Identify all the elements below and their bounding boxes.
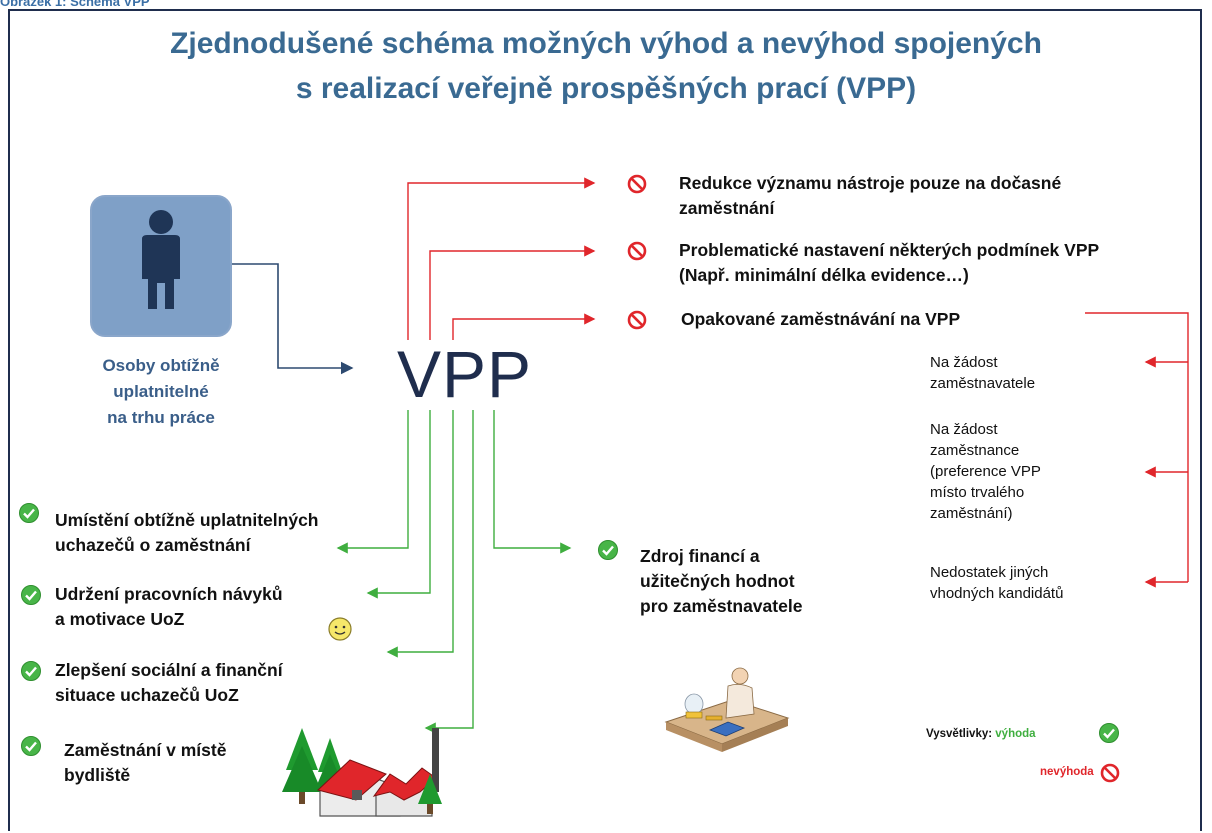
person-label-line: uplatnitelné [113,382,209,401]
person-label-line: na trhu práce [107,408,215,427]
legend-label: Vysvětlivky: [926,728,993,740]
disadvantage-2-line: Problematické nastavení některých podmín… [679,240,1100,260]
village-icon [282,728,442,817]
check-icon [21,661,41,681]
legend-advantage-label: výhoda [995,728,1036,740]
disadvantage-3: Opakované zaměstnávání na VPP [681,307,960,332]
legend-advantage-row: Vysvětlivky: výhoda [926,728,1036,740]
vpp-center-label: VPP [397,337,533,411]
reason-3-line: Nedostatek jiných [930,564,1049,581]
check-icon [1099,723,1119,743]
advantage-4: Zaměstnání v místě bydliště [64,738,226,788]
person-icon [142,210,180,309]
title-line-1: Zjednodušené schéma možných výhod a nevý… [170,27,1042,60]
advantage-4-line: bydliště [64,765,131,785]
prohibition-icon [1100,763,1120,783]
person-label-line: Osoby obtížně [102,356,220,375]
arrow-advantage-3 [386,410,454,658]
disadvantage-2: Problematické nastavení některých podmín… [679,238,1099,288]
arrow-advantage-1 [336,410,409,554]
person-label: Osoby obtížně uplatnitelné na trhu práce [66,353,256,431]
check-icon [21,736,41,756]
reason-3: Nedostatek jiných vhodných kandidátů [930,562,1063,604]
figure-caption: Obrázek 1: Schéma VPP [0,0,150,9]
person-box [90,195,232,337]
legend-disadvantage-label: nevýhoda [1040,766,1094,778]
prohibition-icon [627,310,647,330]
check-icon [21,585,41,605]
disadvantage-2-line: (Např. minimální délka evidence…) [679,265,969,285]
arrow-person-to-vpp [232,263,354,375]
advantage-1-line: uchazečů o zaměstnání [55,535,251,555]
disadvantage-3-line: Opakované zaměstnávání na VPP [681,309,961,329]
check-icon [598,540,618,560]
disadvantage-1-line: zaměstnání [679,198,775,218]
reason-2: Na žádost zaměstnance (preference VPP mí… [930,419,1041,524]
reason-2-line: zaměstnání) [930,505,1013,522]
arrow-advantage-5 [493,410,572,554]
advantage-4-line: Zaměstnání v místě [64,740,227,760]
prohibition-icon [627,174,647,194]
reason-2-line: zaměstnance [930,442,1020,459]
reason-1-line: Na žádost [930,354,998,371]
reason-2-line: (preference VPP [930,463,1041,480]
prohibition-icon [627,241,647,261]
disadvantage-1: Redukce významu nástroje pouze na dočasn… [679,171,1061,221]
advantage-3-line: situace uchazečů UoZ [55,685,239,705]
disadvantage-1-line: Redukce významu nástroje pouze na dočasn… [679,173,1062,193]
arrow-disadvantage-3 [452,313,596,340]
reason-1-line: zaměstnavatele [930,375,1036,392]
reason-1: Na žádost zaměstnavatele [930,352,1035,394]
advantage-5-line: Zdroj financí a [640,546,760,566]
arrow-advantage-2 [366,410,431,599]
reason-3-line: vhodných kandidátů [930,585,1064,602]
advantage-2-line: a motivace UoZ [55,609,185,629]
title-line-2: s realizací veřejně prospěšných prací (V… [295,72,917,105]
advantage-3-line: Zlepšení sociální a finanční [55,660,283,680]
reason-2-line: Na žádost [930,421,998,438]
arrow-disadvantage-2 [429,245,596,340]
smiley-icon [328,617,352,641]
check-icon [19,503,39,523]
advantage-3: Zlepšení sociální a finanční situace uch… [55,658,283,708]
advantage-1: Umístění obtížně uplatnitelných uchazečů… [55,508,319,558]
advantage-5-line: pro zaměstnavatele [640,596,803,616]
diagram-title: Zjednodušené schéma možných výhod a nevý… [0,21,1212,111]
advantage-2-line: Udržení pracovních návyků [55,584,283,604]
figure-frame [8,9,1202,831]
reasons-bracket [1085,312,1189,582]
advantage-5-line: užitečných hodnot [640,571,795,591]
reason-2-line: místo trvalého [930,484,1025,501]
office-worker-icon [664,667,790,752]
advantage-2: Udržení pracovních návyků a motivace UoZ [55,582,283,632]
arrow-disadvantage-1 [407,177,596,340]
advantage-1-line: Umístění obtížně uplatnitelných [55,510,319,530]
arrow-advantage-4 [424,410,474,734]
advantage-5: Zdroj financí a užitečných hodnot pro za… [640,544,802,619]
